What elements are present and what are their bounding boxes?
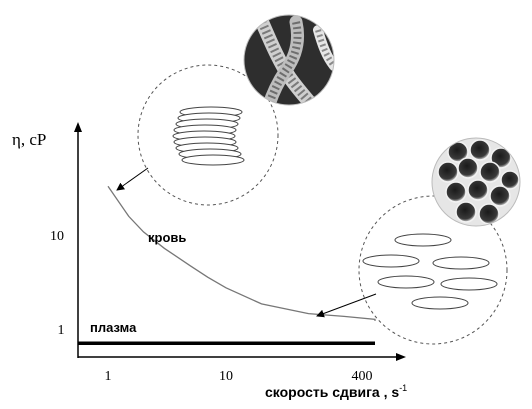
series-label-plasma: плазма: [90, 320, 137, 335]
x-axis-arrow: [396, 353, 406, 361]
rouleaux-illustration: [137, 64, 279, 206]
blood-viscosity-line: [107, 185, 376, 321]
series-label-blood: кровь: [148, 230, 186, 245]
dispersed-rbc-sem-photo: [431, 137, 521, 227]
arrow-to-blood-curve: [116, 167, 149, 191]
rbc-disc: [440, 277, 498, 291]
y-tick-label: 1: [58, 323, 65, 338]
dispersed-rbc-illustration: [358, 195, 508, 345]
x-tick-label: 1: [105, 369, 112, 384]
x-axis-label: скорость сдвига , s-1: [265, 383, 407, 400]
x-tick-label: 10: [219, 369, 233, 384]
rbc-disc: [432, 256, 490, 270]
rbc-disc: [362, 254, 420, 268]
axes: [74, 122, 406, 361]
rbc-disc: [181, 154, 245, 166]
dashed-circle-dispersed: [358, 195, 508, 345]
y-axis-label: η, cP: [12, 130, 46, 149]
arrow-to-curve-plateau: [316, 293, 377, 318]
x-tick-label: 400: [352, 369, 373, 384]
x-axis-label-superscript: -1: [399, 383, 407, 393]
rbc-stack: [172, 106, 245, 166]
rbc-disc: [394, 233, 452, 247]
y-axis-arrow: [74, 122, 82, 132]
y-tick-label: 10: [50, 229, 64, 244]
rbc-disc: [411, 296, 469, 310]
rbc-disc: [377, 275, 435, 289]
